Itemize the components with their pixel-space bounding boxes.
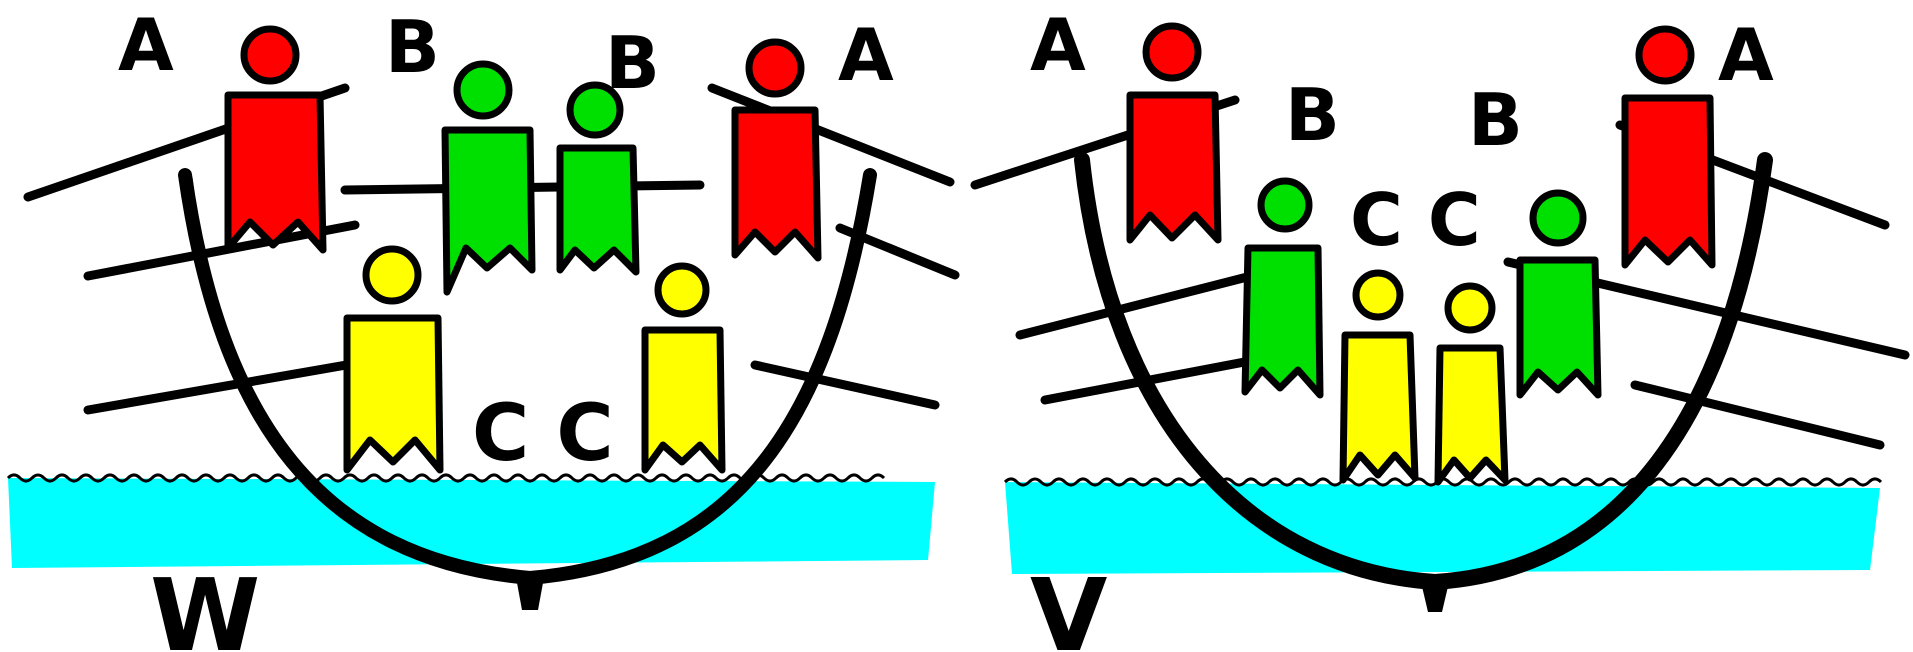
figure-a-right xyxy=(1625,29,1712,265)
figure-b-left xyxy=(445,64,532,292)
label-a-left: A xyxy=(1030,3,1086,87)
label-b-right: B xyxy=(1468,78,1523,162)
label-c-pair: C C xyxy=(472,389,614,479)
label-c-pair: C C xyxy=(1350,178,1481,262)
label-b-left: B xyxy=(385,5,440,89)
label-a-right: A xyxy=(1718,13,1774,97)
figure-b-right xyxy=(1520,193,1598,395)
figure-c-left xyxy=(347,249,440,470)
figure-a-left xyxy=(1130,26,1218,240)
figure-b-left xyxy=(1245,181,1320,395)
keel xyxy=(1420,578,1450,612)
figure-a-right xyxy=(735,42,818,258)
water xyxy=(8,478,935,568)
label-w: W xyxy=(150,557,260,652)
figure-c-right xyxy=(1438,286,1505,482)
water xyxy=(1005,482,1880,574)
label-a-left: A xyxy=(118,3,174,87)
keel xyxy=(515,572,545,610)
label-b-left: B xyxy=(1285,73,1340,157)
label-a-right: A xyxy=(838,13,894,97)
figure-c-left xyxy=(1343,273,1415,480)
figure-b-right xyxy=(560,85,636,272)
figure-c-right xyxy=(645,266,722,470)
label-b-right: B xyxy=(605,21,660,105)
figure-a-left xyxy=(228,29,323,250)
label-v: V xyxy=(1030,557,1107,652)
panel-w: A B B A C C W xyxy=(8,3,955,652)
panel-v: A B B A C C V xyxy=(975,3,1905,652)
